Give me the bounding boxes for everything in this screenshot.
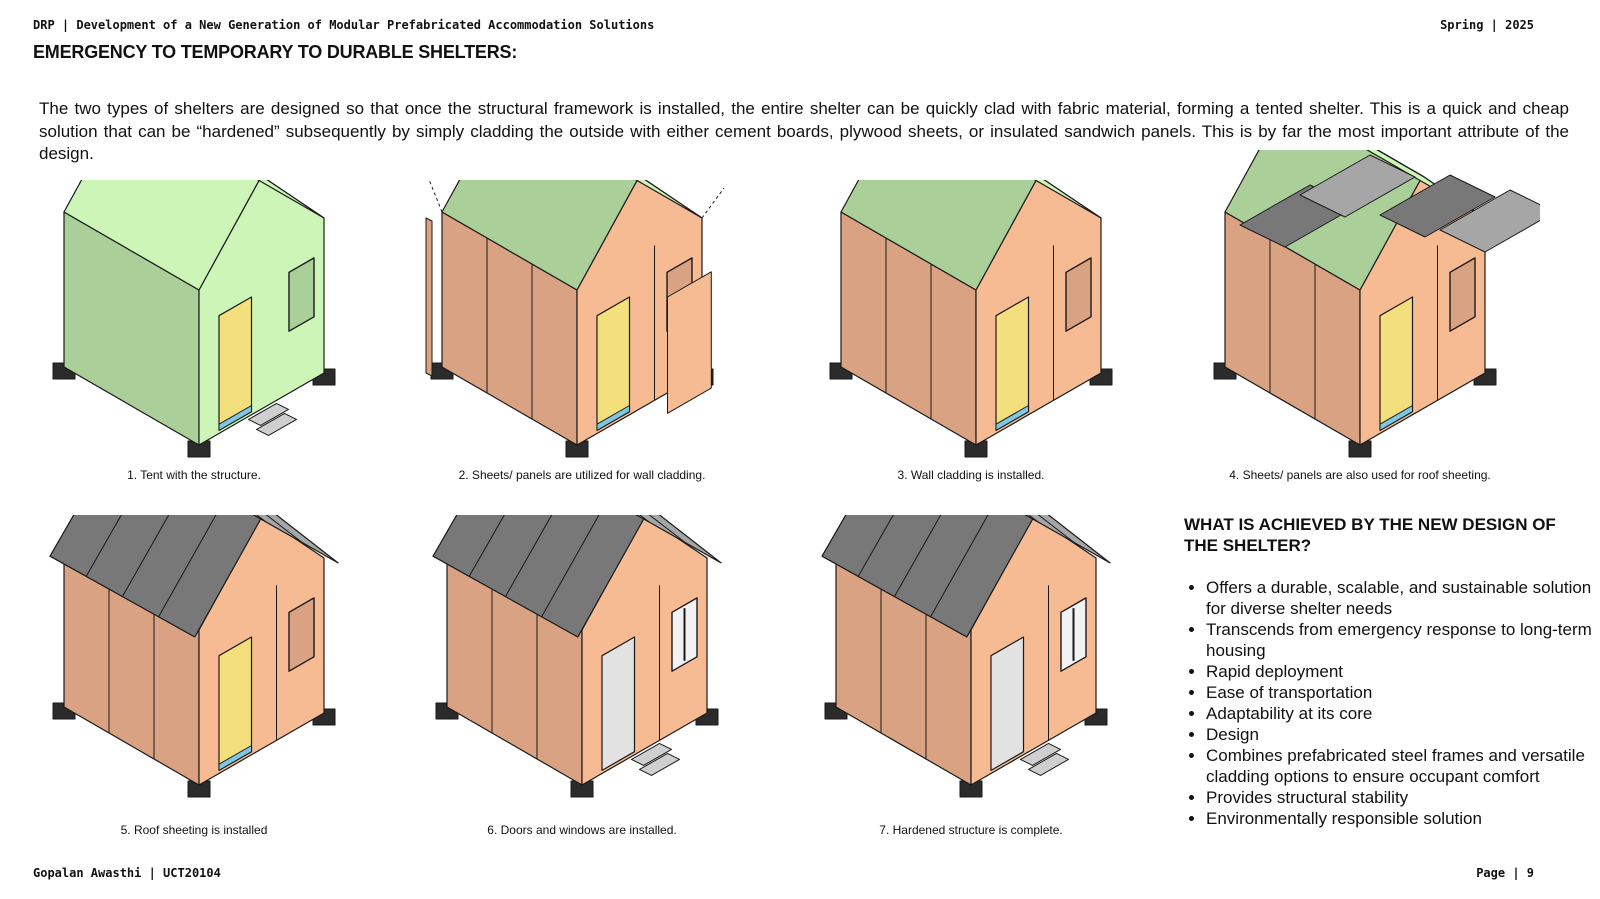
benefits-list: Offers a durable, scalable, and sustaina… [1184, 577, 1596, 829]
footer-page-number: Page | 9 [1476, 866, 1534, 880]
list-item: Provides structural stability [1206, 787, 1596, 808]
figure-caption: 1. Tent with the structure. [127, 468, 261, 482]
entry-step [256, 412, 297, 436]
figure-caption: 3. Wall cladding is installed. [897, 468, 1045, 482]
figure-4-roof-sheets: 4. Sheets/ panels are also used for roof… [1180, 150, 1540, 482]
figure-1-tent: 1. Tent with the structure. [14, 180, 374, 482]
entry-step [1028, 752, 1069, 776]
list-item: Environmentally responsible solution [1206, 808, 1596, 829]
window [288, 597, 315, 672]
doors-windows-illustration [432, 515, 722, 798]
figure-7-hardened: 7. Hardened structure is complete. [791, 515, 1151, 837]
roof-slope-right [257, 180, 325, 219]
roof-sheet-panel [1299, 154, 1416, 218]
entry-step [639, 752, 680, 776]
roof-sheet-panel [1439, 189, 1540, 253]
door-threshold [995, 405, 1029, 431]
wall-panels-illustration [425, 180, 725, 458]
roof-seam [468, 515, 505, 577]
roof-seam [121, 515, 170, 597]
roof-sheeting-left [49, 515, 264, 638]
roof-seam [504, 515, 553, 597]
list-item: Adaptability at its core [1206, 703, 1596, 724]
door-panel [667, 271, 712, 414]
header-project-title: DRP | Development of a New Generation of… [33, 18, 655, 32]
door-threshold [218, 745, 252, 771]
figure-caption: 4. Sheets/ panels are also used for roof… [1229, 468, 1491, 482]
roof-slope-right [1034, 180, 1102, 219]
door [990, 636, 1025, 771]
roof-sheet-panel [1379, 174, 1496, 238]
window [1449, 257, 1476, 332]
door [601, 636, 636, 771]
roof-sheeting-left [432, 515, 647, 638]
roof-slope-left [441, 180, 638, 291]
list-item: Transcends from emergency response to lo… [1206, 619, 1596, 661]
hardened-structure-illustration [821, 515, 1111, 798]
footer-author: Gopalan Awasthi | UCT20104 [33, 866, 221, 880]
roof-slope-left [63, 180, 260, 291]
roof-seam [541, 515, 600, 618]
door-threshold [218, 405, 252, 431]
window [288, 257, 315, 332]
ridge-line [1376, 150, 1423, 177]
guide-line [428, 180, 443, 213]
header-term: Spring | 2025 [1440, 18, 1534, 32]
roof-sheeting-right [1024, 515, 1111, 564]
roof-seam [930, 515, 989, 618]
wall-panel [425, 217, 433, 377]
list-item: Rapid deployment [1206, 661, 1596, 682]
guide-line [701, 187, 725, 219]
figure-caption: 7. Hardened structure is complete. [879, 823, 1063, 837]
entry-step [631, 742, 672, 766]
roof-seam [158, 515, 217, 618]
list-item: Offers a durable, scalable, and sustaina… [1206, 577, 1596, 619]
door-threshold [1379, 405, 1413, 431]
page-title: EMERGENCY TO TEMPORARY TO DURABLE SHELTE… [33, 42, 518, 62]
intro-paragraph: The two types of shelters are designed s… [39, 99, 1569, 163]
roof-seam [648, 515, 686, 543]
roof-seam [85, 515, 122, 577]
roof-seam [1037, 515, 1075, 543]
entry-step [248, 402, 289, 426]
roof-sheeting-right [252, 515, 339, 564]
figure-caption: 2. Sheets/ panels are utilized for wall … [458, 468, 706, 482]
roof-slope-left [840, 180, 1037, 291]
figure-3-wall-cladding: 3. Wall cladding is installed. [791, 180, 1151, 482]
figure-2-wall-panels: 2. Sheets/ panels are utilized for wall … [402, 180, 762, 482]
roof-sheets-illustration [1213, 150, 1540, 458]
roof-seam [857, 515, 894, 577]
tent-shelter-illustration [52, 180, 336, 458]
wall-cladding-illustration [829, 180, 1113, 458]
figure-5-roof-installed: 5. Roof sheeting is installed [14, 515, 374, 837]
figure-6-doors-windows: 6. Doors and windows are installed. [402, 515, 762, 837]
door-threshold [596, 405, 630, 431]
roof-sheeting-right [635, 515, 722, 564]
figure-caption: 5. Roof sheeting is installed [120, 823, 268, 837]
list-item: Design [1206, 724, 1596, 745]
roof-installed-illustration [49, 515, 339, 798]
list-item: Ease of transportation [1206, 682, 1596, 703]
entry-step [1020, 742, 1061, 766]
roof-sheeting-left [821, 515, 1036, 638]
benefits-heading: WHAT IS ACHIEVED BY THE NEW DESIGN OF TH… [1184, 515, 1556, 555]
figure-caption: 6. Doors and windows are installed. [487, 823, 677, 837]
window [1065, 257, 1092, 332]
list-item: Combines prefabricated steel frames and … [1206, 745, 1596, 787]
roof-seam [265, 515, 303, 543]
roof-seam [893, 515, 942, 597]
